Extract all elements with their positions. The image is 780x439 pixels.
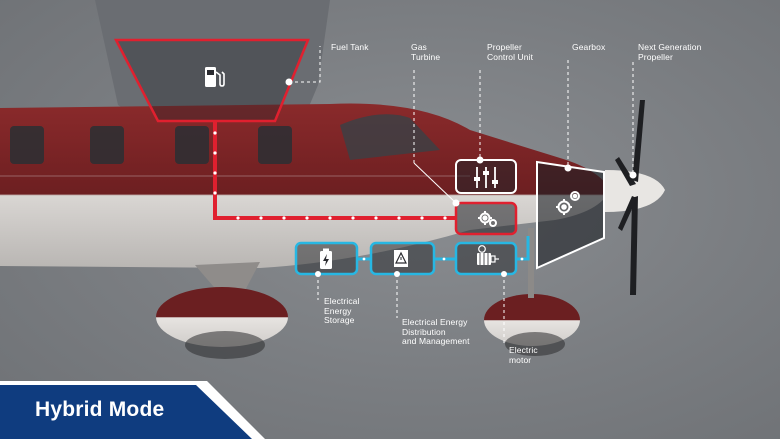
- fuel-tank-dot: [285, 78, 293, 86]
- float-right: [484, 294, 580, 346]
- warning-box-icon: [394, 250, 408, 267]
- fuel-path: [213, 121, 456, 220]
- gears-icon: [556, 191, 580, 215]
- energy-distribution-dot: [394, 271, 400, 277]
- label-gas-turbine: Gas Turbine: [411, 42, 441, 62]
- gas-turbine-leader: [413, 162, 457, 204]
- gearbox-dot: [564, 164, 572, 172]
- fuel-tank-leader: [289, 46, 321, 83]
- label-next-gen-propeller: Next Generation Propeller: [638, 42, 702, 62]
- propeller-dot: [629, 171, 637, 179]
- spinner: [605, 170, 665, 212]
- float-left: [156, 287, 288, 347]
- label-electrical-energy-distribution: Electrical Energy Distribution and Manag…: [402, 317, 470, 346]
- cabin-windows: [10, 126, 292, 164]
- label-gearbox: Gearbox: [572, 42, 606, 52]
- motor-icon: [477, 245, 499, 265]
- sliders-icon: [474, 167, 498, 188]
- label-fuel-tank: Fuel Tank: [331, 42, 369, 52]
- cockpit-window: [340, 114, 440, 160]
- label-electric-motor: Electric motor: [509, 345, 538, 365]
- label-electrical-energy-storage: Electrical Energy Storage: [324, 296, 360, 325]
- energy-storage-dot: [315, 271, 321, 277]
- fuel-pump-icon: [205, 67, 225, 87]
- mode-banner-title: Hybrid Mode: [35, 398, 165, 421]
- battery-icon: [320, 248, 332, 269]
- gearbox-outline: [536, 160, 605, 270]
- gear-strut: [528, 228, 534, 298]
- float-left-shadow: [185, 331, 265, 359]
- engine-gear-icon: [478, 211, 497, 227]
- propeller-blades: [615, 100, 645, 295]
- label-propeller-control-unit: Propeller Control Unit: [487, 42, 534, 62]
- mode-banner: Hybrid Mode: [0, 381, 265, 439]
- electric-motor-dot: [501, 271, 507, 277]
- pcu-dot: [476, 156, 484, 164]
- electric-path: [357, 236, 530, 261]
- float-right-shadow: [505, 332, 565, 356]
- gas-turbine-dot: [452, 199, 460, 207]
